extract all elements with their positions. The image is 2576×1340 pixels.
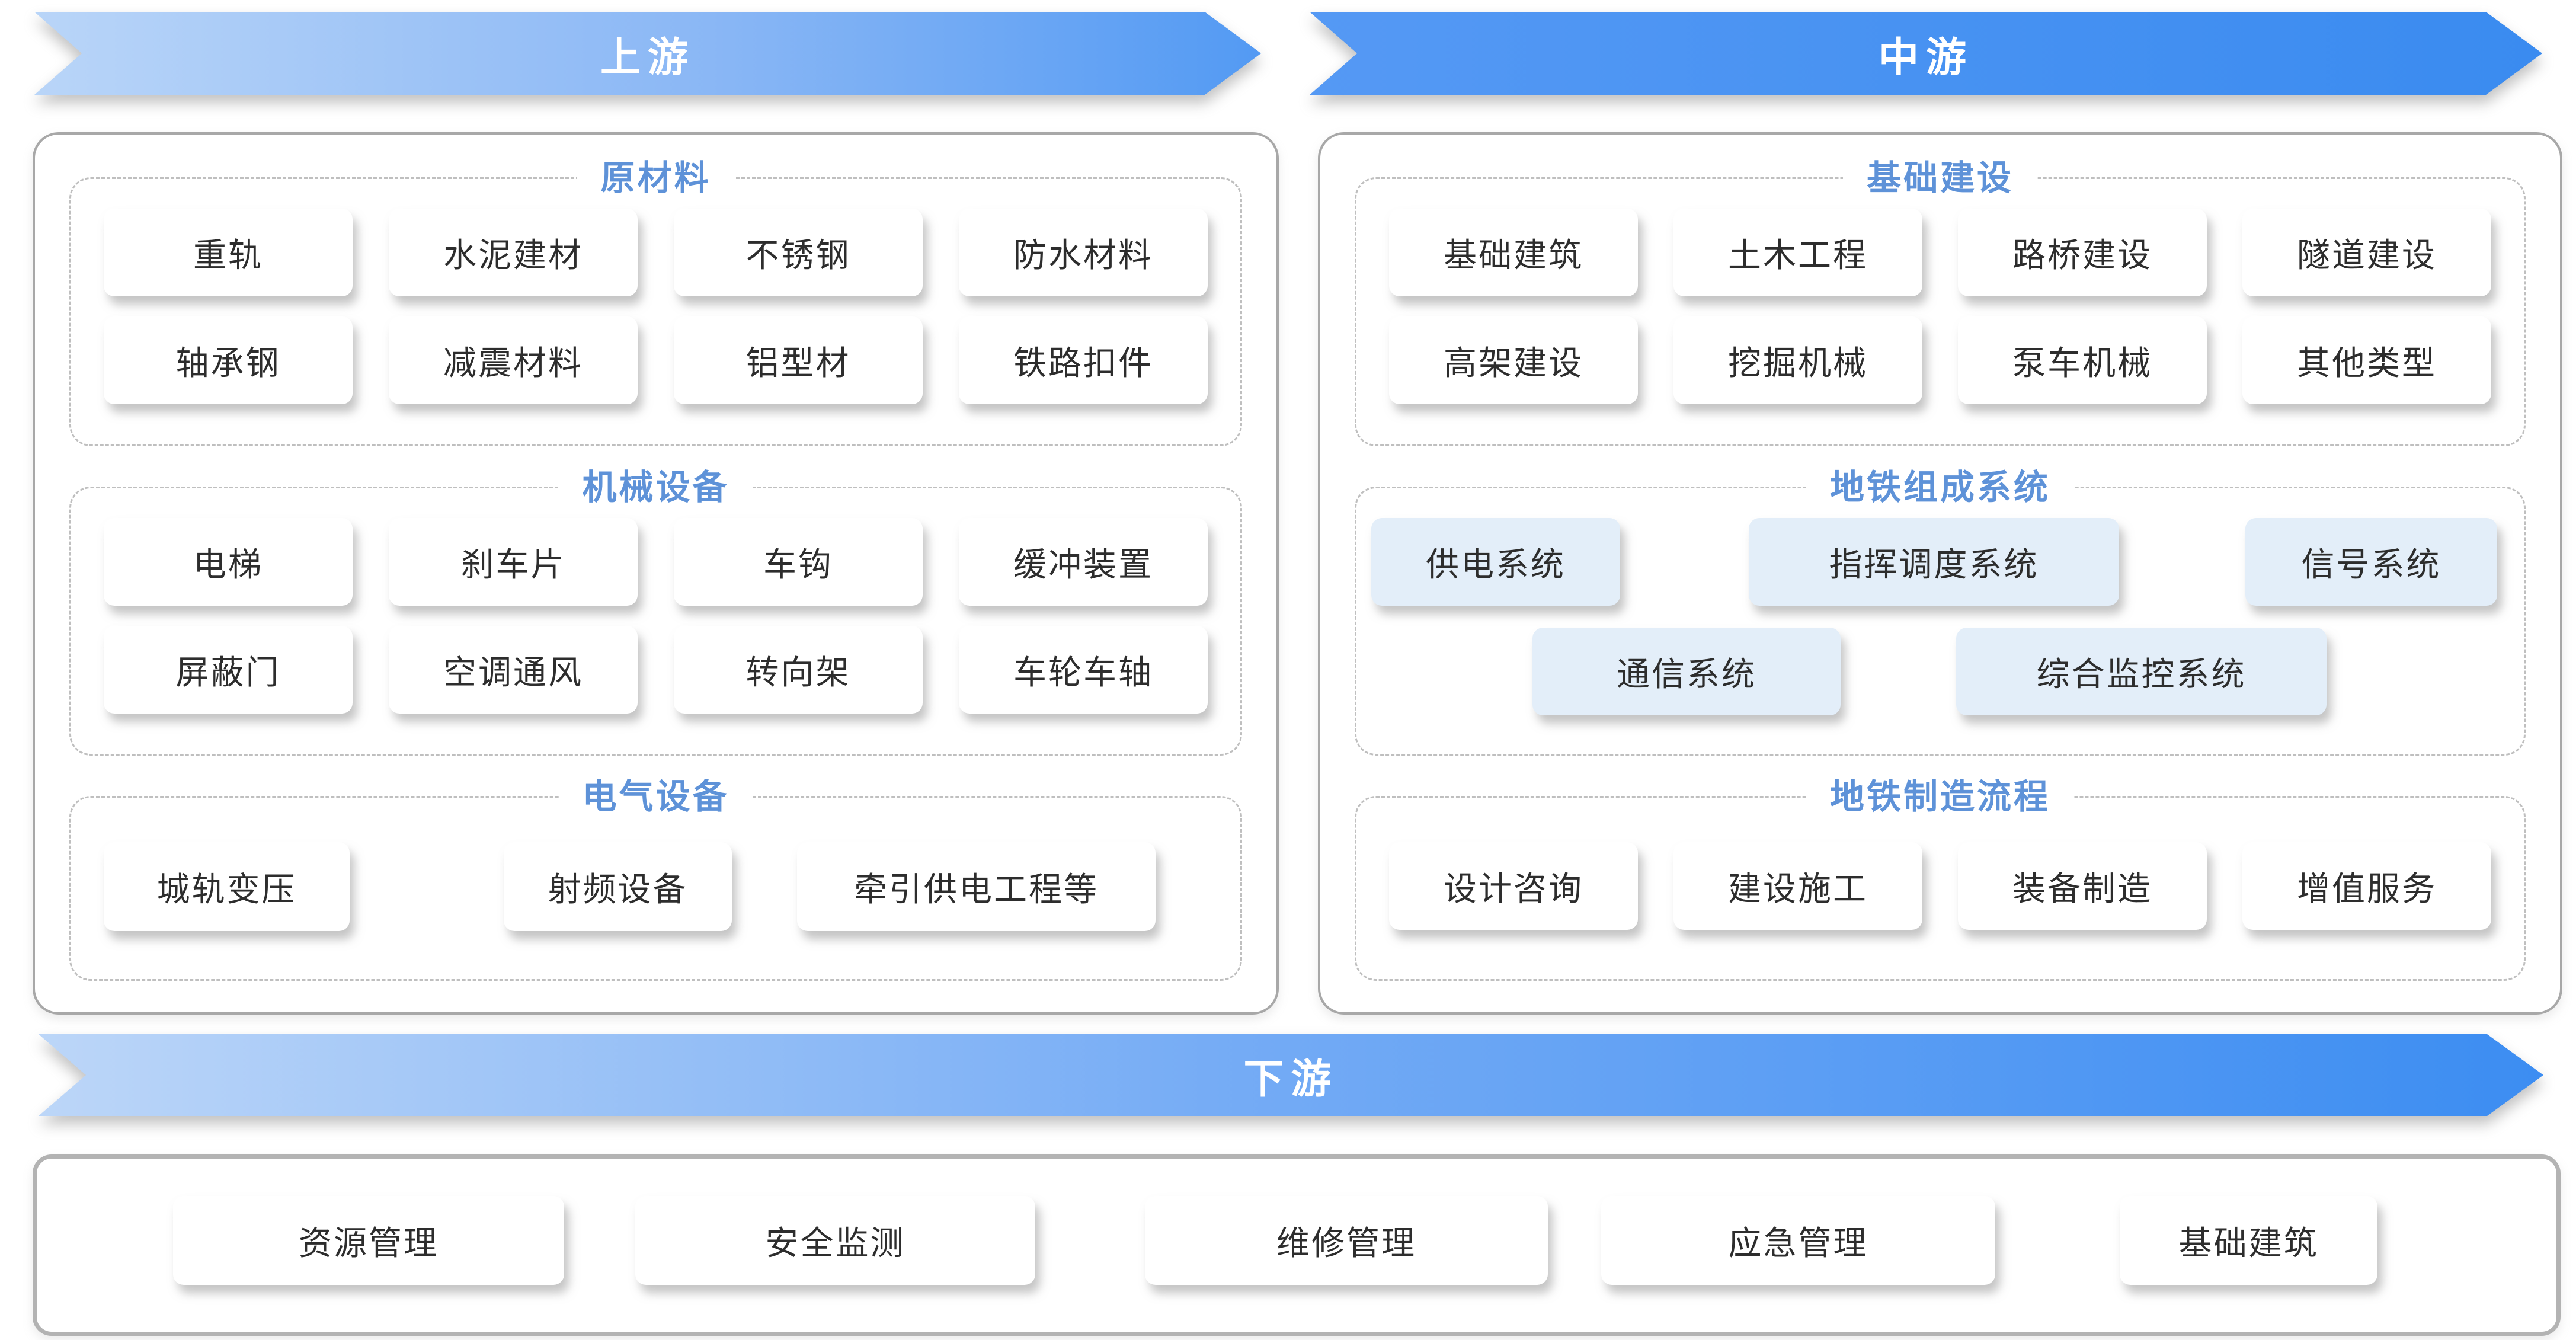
card-equipment-manufacturing: 装备制造 [1958,842,2207,930]
card-maintenance-management: 维修管理 [1145,1196,1548,1285]
card-bogie: 转向架 [674,626,923,714]
card-power-supply-system: 供电系统 [1371,518,1620,606]
infrastructure-row-1: 基础建筑 土木工程 路桥建设 隧道建设 [1389,209,2491,296]
card-stainless-steel: 不锈钢 [674,209,923,296]
midstream-banner-arrow: 中游 [1310,12,2542,95]
section-metro-systems: 地铁组成系统 供电系统 指挥调度系统 信号系统 通信系统 综合监控系统 [1355,467,2526,756]
card-emergency-management: 应急管理 [1601,1196,1995,1285]
card-integrated-monitoring-system: 综合监控系统 [1956,628,2327,715]
card-traction-power-engineering: 牵引供电工程等 [797,842,1156,931]
raw-materials-row-2: 轴承钢 减震材料 铝型材 铁路扣件 [104,316,1208,404]
downstream-banner-label: 下游 [1243,1056,1339,1102]
card-heavy-rail: 重轨 [104,209,353,296]
card-basic-construction: 基础建筑 [1389,209,1638,296]
card-command-dispatch-system: 指挥调度系统 [1749,518,2119,606]
card-cement-materials: 水泥建材 [389,209,638,296]
midstream-banner: 中游 [1310,12,2542,95]
upstream-banner: 上游 [34,12,1261,95]
card-rf-equipment: 射频设备 [504,842,732,931]
section-metro-manufacturing-process: 地铁制造流程 设计咨询 建设施工 装备制造 增值服务 [1355,776,2526,981]
card-elevator: 电梯 [104,518,353,606]
section-title-metro-manufacturing-process: 地铁制造流程 [1806,776,2075,818]
manufacturing-row: 设计咨询 建设施工 装备制造 增值服务 [1389,842,2491,930]
card-communication-system: 通信系统 [1532,628,1841,715]
mechanical-row-1: 电梯 刹车片 车钩 缓冲装置 [104,518,1208,606]
card-bearing-steel: 轴承钢 [104,316,353,404]
upstream-banner-label: 上游 [600,34,695,80]
section-title-metro-systems: 地铁组成系统 [1806,467,2075,509]
card-other-types: 其他类型 [2242,316,2491,404]
card-aluminum-profiles: 铝型材 [674,316,923,404]
card-platform-screen-door: 屏蔽门 [104,626,353,714]
downstream-banner-arrow: 下游 [39,1034,2543,1116]
card-rail-fasteners: 铁路扣件 [959,316,1208,404]
section-raw-materials: 原材料 重轨 水泥建材 不锈钢 防水材料 轴承钢 减震材料 铝型材 铁路扣件 [69,158,1242,446]
card-waterproof-materials: 防水材料 [959,209,1208,296]
card-value-added-services: 增值服务 [2242,842,2491,930]
downstream-panel: 资源管理 安全监测 维修管理 应急管理 基础建筑 [33,1154,2561,1336]
upstream-panel: 原材料 重轨 水泥建材 不锈钢 防水材料 轴承钢 减震材料 铝型材 铁路扣件 机… [33,132,1279,1015]
card-elevated-construction: 高架建设 [1389,316,1638,404]
card-buffer-device: 缓冲装置 [959,518,1208,606]
midstream-banner-label: 中游 [1878,34,1973,80]
section-mechanical-equipment: 机械设备 电梯 刹车片 车钩 缓冲装置 屏蔽门 空调通风 转向架 车轮车轴 [69,467,1242,756]
midstream-panel: 基础建设 基础建筑 土木工程 路桥建设 隧道建设 高架建设 挖掘机械 泵车机械 … [1318,132,2562,1015]
card-excavation-machinery: 挖掘机械 [1673,316,1922,404]
card-tunnel-construction: 隧道建设 [2242,209,2491,296]
card-urban-rail-transformer: 城轨变压 [104,842,350,931]
card-signal-system: 信号系统 [2245,518,2497,606]
card-hvac-ventilation: 空调通风 [389,626,638,714]
card-coupler: 车钩 [674,518,923,606]
card-wheels-axles: 车轮车轴 [959,626,1208,714]
infrastructure-row-2: 高架建设 挖掘机械 泵车机械 其他类型 [1389,316,2491,404]
card-damping-materials: 减震材料 [389,316,638,404]
raw-materials-row-1: 重轨 水泥建材 不锈钢 防水材料 [104,209,1208,296]
section-title-mechanical-equipment: 机械设备 [558,467,753,509]
card-safety-monitoring: 安全监测 [635,1196,1035,1285]
section-electrical-equipment: 电气设备 城轨变压 射频设备 牵引供电工程等 [69,776,1242,981]
card-construction-work: 建设施工 [1673,842,1922,930]
card-resource-management: 资源管理 [173,1196,564,1285]
card-pump-truck-machinery: 泵车机械 [1958,316,2207,404]
mechanical-row-2: 屏蔽门 空调通风 转向架 车轮车轴 [104,626,1208,714]
card-brake-pads: 刹车片 [389,518,638,606]
card-road-bridge-construction: 路桥建设 [1958,209,2207,296]
card-basic-construction-downstream: 基础建筑 [2120,1196,2377,1285]
card-civil-engineering: 土木工程 [1673,209,1922,296]
card-design-consulting: 设计咨询 [1389,842,1638,930]
section-infrastructure: 基础建设 基础建筑 土木工程 路桥建设 隧道建设 高架建设 挖掘机械 泵车机械 … [1355,158,2526,446]
upstream-banner-arrow: 上游 [34,12,1261,95]
downstream-banner: 下游 [39,1034,2543,1116]
section-title-electrical-equipment: 电气设备 [558,776,753,818]
section-title-raw-materials: 原材料 [577,158,735,199]
section-title-infrastructure: 基础建设 [1842,158,2038,199]
